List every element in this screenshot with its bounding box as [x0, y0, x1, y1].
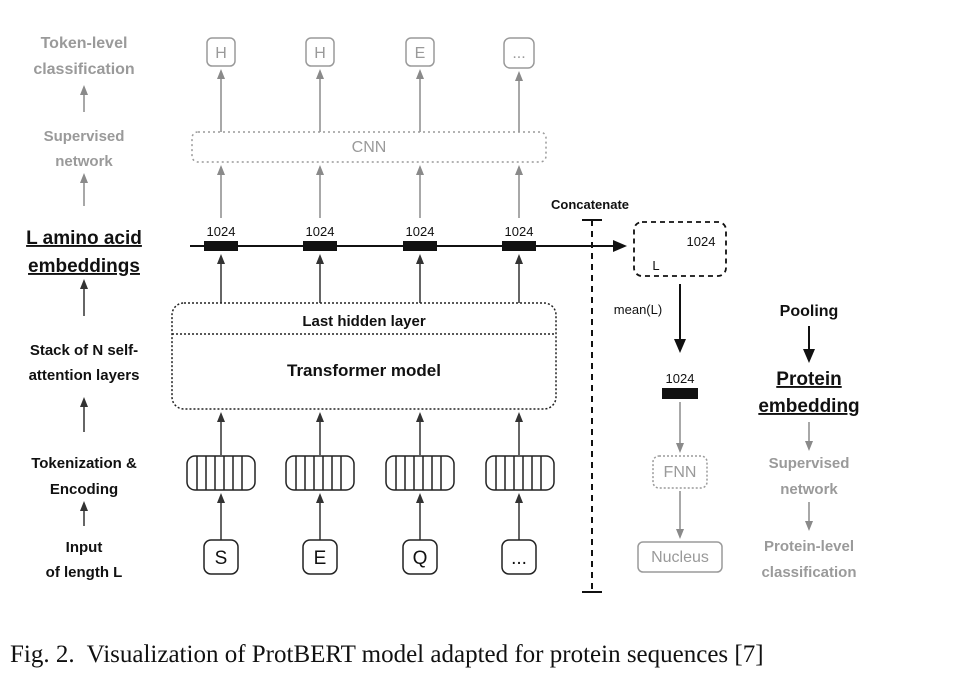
transformer-block: Last hidden layer Transformer model	[171, 302, 557, 410]
encoding-box-stripes	[295, 456, 342, 490]
supervised-label-line2: network	[55, 153, 113, 170]
input-token: S	[215, 548, 228, 569]
protein-embedding-vector	[662, 388, 698, 399]
protein-level-label-line2: classification	[761, 564, 856, 581]
encoding-box-stripes	[495, 456, 542, 490]
embedding-vector-bar	[502, 241, 536, 251]
left-labels: Token-level classification Supervised ne…	[26, 35, 142, 581]
input-token: Q	[413, 548, 428, 569]
embedding-vectors: 1024 1024 1024 1024	[204, 224, 536, 251]
pooled-dim-label: 1024	[666, 371, 695, 386]
input-label-line1: Input	[66, 539, 103, 556]
token-level-label-line2: classification	[33, 61, 134, 78]
encoding-box	[186, 455, 256, 491]
fnn-box	[652, 455, 708, 489]
last-hidden-layer-label: Last hidden layer	[302, 313, 426, 330]
figure-caption: Fig. 2. Visualization of ProtBERT model …	[10, 641, 764, 668]
protein-embedding-label-line2: embedding	[758, 396, 859, 417]
pooling-label: Pooling	[780, 303, 839, 320]
output-token-box	[405, 37, 435, 67]
tokenization-label-line1: Tokenization &	[31, 455, 137, 472]
right-supervised-label-line1: Supervised	[769, 455, 850, 472]
output-token-box	[206, 37, 236, 67]
encoding-boxes	[186, 455, 555, 491]
concatenate-label: Concatenate	[551, 197, 629, 212]
encoding-box	[485, 455, 555, 491]
input-token-box	[501, 539, 537, 575]
stack-label-line2: attention layers	[29, 367, 140, 384]
output-token: H	[215, 45, 227, 62]
encoding-box-outline	[485, 455, 555, 491]
protein-embedding-label-line1: Protein	[776, 369, 841, 390]
embeddings-label-line1: L amino acid	[26, 228, 142, 249]
encoding-box-outline	[186, 455, 256, 491]
matrix-dim-label: 1024	[687, 234, 716, 249]
right-supervised-label-line2: network	[780, 481, 838, 498]
encoding-box	[385, 455, 455, 491]
encoding-box-stripes	[196, 456, 243, 490]
embedding-dim-label: 1024	[306, 224, 335, 239]
output-token: ...	[512, 45, 525, 62]
token-level-label-line1: Token-level	[41, 35, 128, 52]
input-token-box	[302, 539, 338, 575]
output-token: H	[314, 45, 326, 62]
mean-label: mean(L)	[614, 302, 662, 317]
embedding-vector-bar	[204, 241, 238, 251]
transformer-model-label: Transformer model	[287, 361, 441, 380]
embedding-vector-bar	[403, 241, 437, 251]
cnn-label: CNN	[352, 139, 387, 156]
encoding-box-outline	[285, 455, 355, 491]
stack-label-line1: Stack of N self-	[30, 342, 138, 359]
input-token: E	[314, 548, 327, 569]
cnn-box	[191, 131, 547, 163]
matrix-rows-label: L	[652, 258, 659, 273]
cnn-to-output-arrows	[217, 69, 523, 132]
input-token-box	[402, 539, 438, 575]
encoding-box-stripes	[395, 456, 442, 490]
output-token: E	[415, 45, 426, 62]
embedding-dim-label: 1024	[207, 224, 236, 239]
output-tokens: H H E ...	[206, 37, 535, 69]
embedding-to-cnn-arrows	[217, 165, 523, 218]
embedding-vector-bar	[303, 241, 337, 251]
input-token: ...	[511, 548, 527, 569]
encoder-to-transformer-arrows	[217, 412, 523, 455]
embedding-dim-label: 1024	[505, 224, 534, 239]
embedding-dim-label: 1024	[406, 224, 435, 239]
output-token-box	[503, 37, 535, 69]
input-label-line2: of length L	[46, 564, 123, 581]
transformer-to-embedding-arrows	[217, 254, 523, 303]
protein-level-label-line1: Protein-level	[764, 538, 854, 555]
supervised-label-line1: Supervised	[44, 128, 125, 145]
encoding-box-outline	[385, 455, 455, 491]
embeddings-label-line2: embeddings	[28, 256, 140, 277]
input-to-encoder-arrows	[217, 493, 523, 540]
right-labels: Pooling Protein embedding Supervised net…	[758, 303, 859, 581]
fnn-label: FNN	[664, 464, 697, 481]
nucleus-label: Nucleus	[651, 549, 709, 566]
output-token-box	[305, 37, 335, 67]
input-token-box	[203, 539, 239, 575]
transformer-box	[171, 302, 557, 410]
input-tokens: S E Q ...	[203, 539, 537, 575]
encoding-box	[285, 455, 355, 491]
tokenization-label-line2: Encoding	[50, 481, 118, 498]
concatenated-matrix	[633, 221, 727, 277]
nucleus-box	[637, 541, 723, 573]
